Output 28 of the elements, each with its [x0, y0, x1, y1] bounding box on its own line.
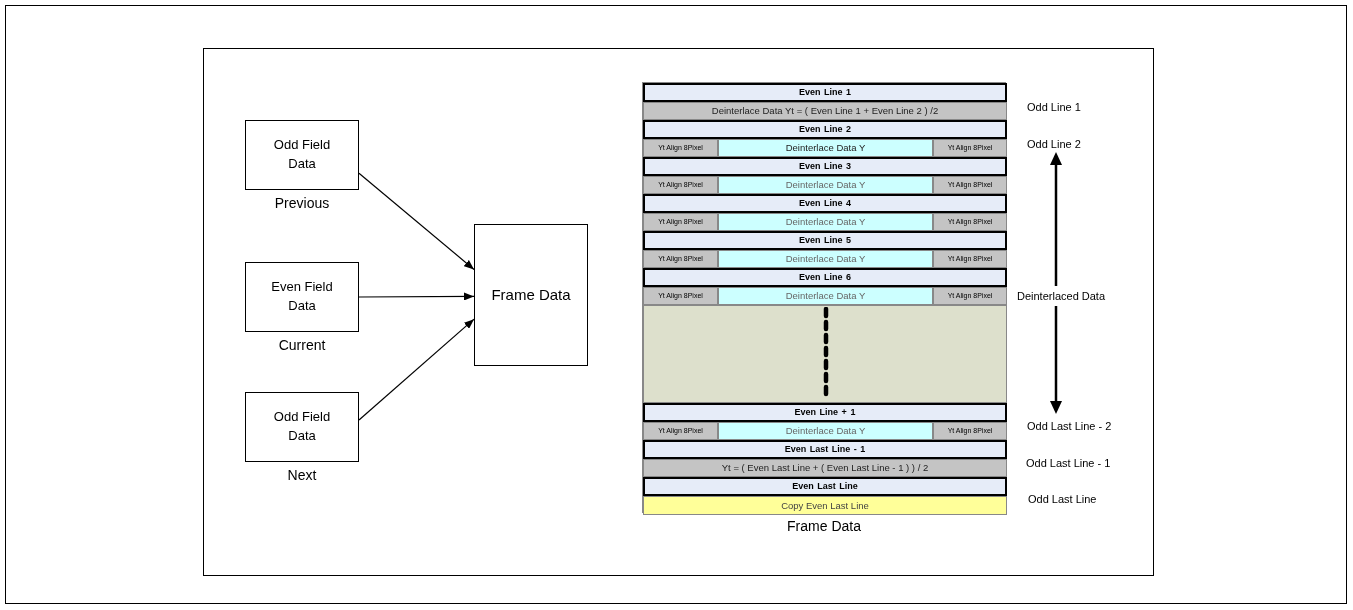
- row-label: Odd Last Line - 1: [1026, 457, 1111, 469]
- field-box: Even Field Data: [245, 262, 359, 332]
- line-row: Even Line 1: [643, 83, 1007, 102]
- field-box: Odd Field Data: [245, 120, 359, 190]
- node-label: Current: [278, 337, 326, 353]
- line-row: Even Line 4: [643, 194, 1007, 213]
- line-row: Even Line 6: [643, 268, 1007, 287]
- arrow: [358, 292, 475, 301]
- line-row: Even Line 5: [643, 231, 1007, 250]
- row-label: Odd Line 1: [1027, 101, 1081, 113]
- arrow: [358, 318, 475, 421]
- line-row: Even Last Line: [643, 477, 1007, 496]
- arrow: [358, 172, 475, 271]
- line-row: Even Line + 1: [643, 403, 1007, 422]
- row-label: Odd Last Line - 2: [1027, 420, 1112, 432]
- node-label: Next: [287, 467, 317, 483]
- node-label: Frame Data: [787, 518, 861, 534]
- row-label: Odd Line 2: [1027, 138, 1081, 150]
- node-label: Previous: [274, 195, 330, 211]
- field-box: Odd Field Data: [245, 392, 359, 462]
- row-label: Deinterlaced Data: [1017, 290, 1106, 302]
- gap-region: [643, 305, 1007, 403]
- line-row: Even Line 3: [643, 157, 1007, 176]
- row-label: Odd Last Line: [1028, 493, 1097, 505]
- frame-box: Frame Data: [474, 224, 588, 366]
- line-row: Even Last Line - 1: [643, 440, 1007, 459]
- frame-buffer-stack: [642, 82, 1006, 513]
- line-row: Even Line 2: [643, 120, 1007, 139]
